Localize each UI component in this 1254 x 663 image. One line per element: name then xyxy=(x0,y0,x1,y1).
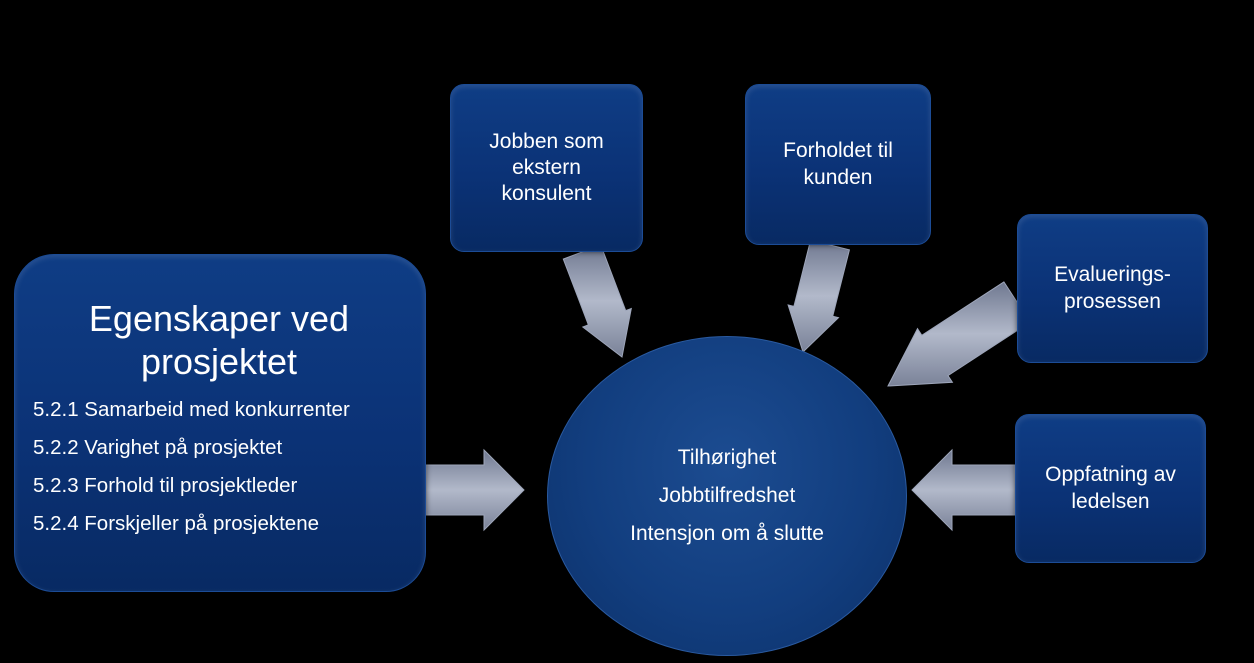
box-forholdet-line-2: kunden xyxy=(803,165,873,189)
box-oppfatning-line-1: Oppfatning av xyxy=(1045,463,1176,487)
egenskaper-item: 5.2.1 Samarbeid med konkurrenter xyxy=(33,398,350,422)
box-oppfatning-av-ledelsen: Oppfatning av ledelsen xyxy=(1015,414,1206,563)
box-jobben-line-3: konsulent xyxy=(501,182,592,206)
egenskaper-title: Egenskaper ved prosjektet xyxy=(33,297,405,383)
box-jobben-line-1: Jobben som xyxy=(489,129,604,153)
arrow-from-oppfatning xyxy=(911,448,1016,532)
box-evaluering-line-1: Evaluerings- xyxy=(1054,263,1171,287)
egenskaper-item-list: 5.2.1 Samarbeid med konkurrenter 5.2.2 V… xyxy=(33,391,405,543)
egenskaper-title-line-1: Egenskaper ved xyxy=(88,298,350,339)
egenskaper-title-line-2: prosjektet xyxy=(140,341,298,383)
arrow-from-egenskaper xyxy=(425,448,525,532)
arrows xyxy=(425,239,1031,532)
center-line-intensjon: Intensjon om å slutte xyxy=(630,522,824,545)
arrow-from-jobben xyxy=(562,244,632,358)
box-oppfatning-line-2: ledelsen xyxy=(1071,489,1150,513)
center-line-jobbtilfredshet: Jobbtilfredshet xyxy=(658,484,796,507)
egenskaper-item: 5.2.3 Forhold til prosjektleder xyxy=(33,474,298,498)
arrow-from-evaluering xyxy=(887,281,1031,387)
center-line-tilhorighet: Tilhørighet xyxy=(677,446,777,469)
box-forholdet-line-1: Forholdet til xyxy=(783,139,893,163)
egenskaper-item: 5.2.4 Forskjeller på prosjektene xyxy=(33,512,320,536)
box-evalueringsprosessen: Evaluerings- prosessen xyxy=(1017,214,1208,363)
box-egenskaper-ved-prosjektet: Egenskaper ved prosjektet 5.2.1 Samarbei… xyxy=(14,254,426,592)
box-forholdet-til-kunden: Forholdet til kunden xyxy=(745,84,931,245)
egenskaper-item: 5.2.2 Varighet på prosjektet xyxy=(33,436,283,460)
arrow-from-forholdet xyxy=(787,239,851,353)
box-jobben-line-2: ekstern xyxy=(512,155,581,179)
box-jobben-som-ekstern-konsulent: Jobben som ekstern konsulent xyxy=(450,84,643,252)
center-outcome-circle: Tilhørighet Jobbtilfredshet Intensjon om… xyxy=(547,336,907,656)
box-evaluering-line-2: prosessen xyxy=(1064,289,1161,313)
